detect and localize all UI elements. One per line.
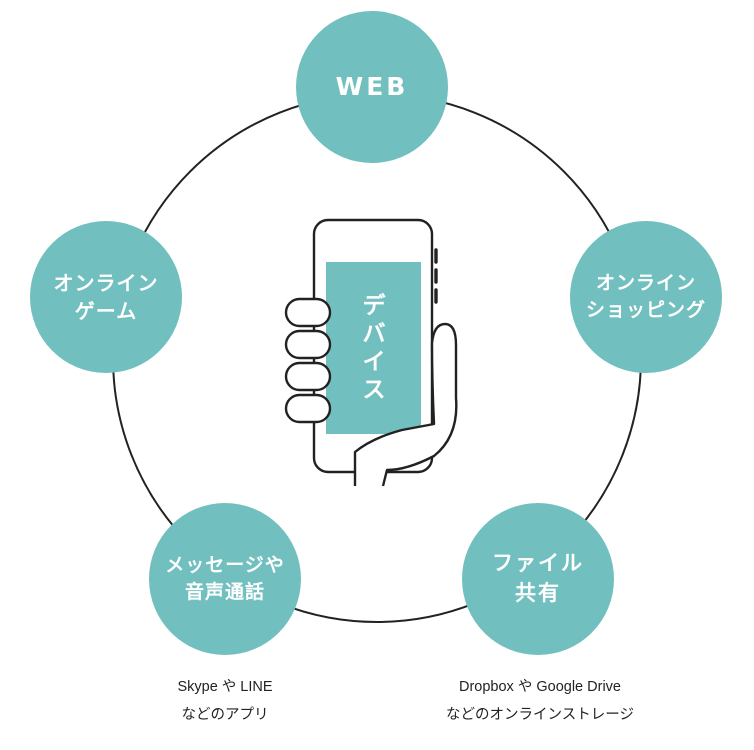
text-line: メッセージや	[165, 554, 285, 577]
text-line: オンライン	[595, 272, 696, 295]
text-line: ファイル	[492, 551, 584, 576]
label-char: ス	[362, 377, 386, 404]
text-line: などのアプリ	[181, 706, 269, 723]
label-char: イ	[362, 349, 386, 375]
device-label: デバイス	[333, 268, 415, 428]
hand-finger	[284, 297, 332, 328]
node-online-game: オンラインゲーム	[30, 221, 182, 373]
hand-finger	[284, 361, 332, 392]
text-line: ショッピング	[585, 299, 706, 321]
caption-file-sharing-examples: Dropbox や Google Drive などのオンラインストレージ	[410, 674, 670, 729]
text-line: 音声通話	[184, 581, 265, 603]
hand-finger	[284, 393, 332, 424]
text-line: WEB	[335, 72, 409, 102]
label-char: バ	[362, 320, 386, 347]
text-line: オンライン	[53, 270, 159, 295]
text-line: などのオンラインストレージ	[446, 706, 634, 723]
node-file-sharing: ファイル共有	[462, 503, 614, 655]
hand-thumb-outline	[353, 322, 458, 487]
text-line: 共有	[515, 581, 561, 605]
caption-messaging-examples: Skype や LINE などのアプリ	[145, 674, 305, 729]
text-line: Skype や LINE	[177, 679, 273, 695]
text-line: ゲーム	[74, 299, 138, 323]
node-web: WEB	[296, 11, 448, 163]
hand-finger	[284, 329, 332, 360]
node-messaging-voice-call: メッセージや音声通話	[149, 503, 301, 655]
text-line: Dropbox や Google Drive	[459, 679, 621, 695]
node-online-shopping: オンラインショッピング	[570, 221, 722, 373]
label-char: デ	[362, 292, 386, 319]
phone-screen	[326, 262, 421, 434]
